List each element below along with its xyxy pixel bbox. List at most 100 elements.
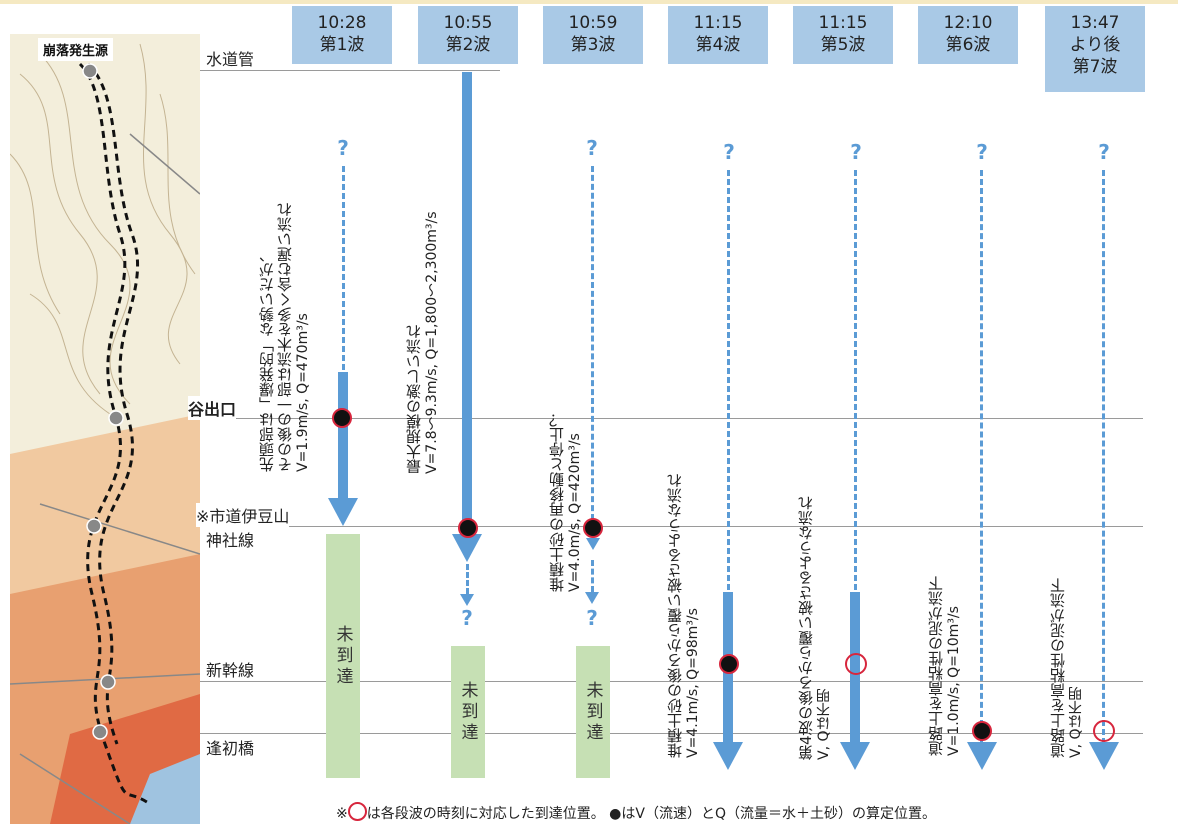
location-suidokan: 水道管	[206, 46, 255, 70]
note-values: V=1.0m/s, Q=10m³/s	[946, 606, 962, 756]
wave1-measure-point	[332, 408, 352, 428]
wave7-arrival-marker	[1093, 720, 1115, 742]
topographic-map: 崩落発生源	[10, 34, 200, 824]
location-aizomebashi: 逢初橋	[206, 735, 255, 759]
wave2-note: 最大規模の激しい流れ V=7.8～9.3m/s, Q=1,800～2,300m³…	[405, 150, 441, 474]
wave2-dashed-flow	[466, 564, 469, 594]
ring-marker-icon	[347, 802, 367, 821]
line-shido	[200, 526, 1143, 527]
unknown-mark: ?	[586, 606, 598, 630]
wave4-measure-point	[719, 654, 739, 674]
note-values: V=1.9m/s, Q=470m³/s	[295, 313, 311, 472]
note-line: 最大規模の激しい流れ	[405, 324, 423, 474]
wave7-arrow-icon	[1089, 742, 1119, 770]
wave-time: 10:28	[317, 13, 367, 33]
note-values: V=7.8～9.3m/s, Q=1,800～2,300m³/s	[424, 211, 440, 474]
top-band	[0, 0, 1178, 4]
wave6-arrow-icon	[967, 742, 997, 770]
wave5-note: 第4波の後ろから覆い被さるような流れ V, Qは不明	[797, 420, 833, 760]
wave-label: 第4波	[695, 35, 741, 55]
wave-header-1: 10:28 第1波	[292, 6, 392, 64]
note-line: その後の一部は流木を多く含む遅い流れ	[276, 202, 294, 472]
line-taniguchi	[200, 418, 1143, 419]
unknown-mark: ?	[586, 136, 598, 160]
wave7-dashed-flow	[1102, 170, 1105, 744]
note-values: V=4.0m/s, Q=420m³/s	[567, 433, 583, 592]
wave4-arrow-icon	[713, 742, 743, 770]
location-shinkansen: 新幹線	[206, 657, 255, 681]
map-drawing	[10, 34, 200, 824]
wave-header-7: 13:47 より後 第7波	[1045, 6, 1145, 92]
wave-label: 第5波	[820, 35, 866, 55]
wave1-dashed-flow	[342, 166, 345, 370]
wave-header-2: 10:55 第2波	[418, 6, 518, 64]
wave-header-5: 11:15 第5波	[793, 6, 893, 64]
wave-label: 第1波	[319, 35, 365, 55]
line-aizomebashi	[200, 733, 1143, 734]
wave3-arrow-icon	[586, 538, 600, 550]
wave-label: 第3波	[570, 35, 616, 55]
wave1-arrow-icon	[328, 498, 358, 526]
footnote-text: は各段波の時刻に対応した到達位置。 ●はV（流速）とQ（流量＝水＋土砂）の算定位…	[366, 806, 936, 822]
wave2-flow-bar	[462, 72, 472, 536]
wave3-measure-point	[583, 518, 603, 538]
note-values: V, Qは不明	[1068, 686, 1084, 759]
wave2-measure-point	[458, 518, 478, 538]
wave3-note: 堆積土砂の再移動と停止？ V=4.0m/s, Q=420m³/s	[548, 346, 584, 592]
unknown-mark: ?	[723, 140, 735, 164]
note-line: 堆積土砂の再移動と停止？	[548, 412, 566, 592]
wave-header-3: 10:59 第3波	[543, 6, 643, 64]
source-label: 崩落発生源	[38, 38, 114, 61]
wave7-note: 道路上を高粘性の泥が流下 V, Qは不明	[1049, 508, 1085, 758]
note-line: 道路上を高粘性の泥が流下	[927, 576, 945, 756]
wave-time: 10:55	[443, 13, 493, 33]
line-suidokan	[200, 70, 500, 71]
wave3-not-reached: 未到達	[576, 646, 610, 778]
footnote: ※ は各段波の時刻に対応した到達位置。 ●はV（流速）とQ（流量＝水＋土砂）の算定…	[336, 802, 936, 823]
wave5-arrival-marker	[845, 653, 867, 675]
wave-header-4: 11:15 第4波	[668, 6, 768, 64]
wave6-note: 道路上を高粘性の泥が流下 V=1.0m/s, Q=10m³/s	[927, 508, 963, 756]
unknown-mark: ?	[976, 140, 988, 164]
line-shinkansen	[200, 681, 1143, 682]
wave-header-6: 12:10 第6波	[918, 6, 1018, 64]
wave2-arrow-icon	[452, 534, 482, 562]
wave-label-2: 第7波	[1072, 57, 1118, 77]
wave-label: より後	[1069, 35, 1121, 55]
wave3-dashed-flow	[591, 166, 594, 520]
wave3-small-arrow-icon	[585, 592, 599, 604]
unknown-mark: ?	[850, 140, 862, 164]
note-line: 道路上を高粘性の泥が流下	[1049, 578, 1067, 758]
wave-time: 11:15	[693, 13, 743, 33]
location-shido-2: 神社線	[206, 527, 255, 551]
note-line: 堆積土砂の後ろから覆い被さるような流れ	[666, 473, 684, 758]
wave5-dashed-flow	[854, 170, 857, 590]
wave3-dashed-flow-lower	[591, 560, 594, 592]
wave-label: 第2波	[445, 35, 491, 55]
unknown-mark: ?	[1098, 140, 1110, 164]
wave-time: 10:59	[568, 13, 618, 33]
note-values: V, Qは不明	[816, 688, 832, 761]
unknown-mark: ?	[461, 606, 473, 630]
footnote-prefix: ※	[336, 806, 348, 822]
wave5-arrow-icon	[840, 742, 870, 770]
wave2-small-arrow-icon	[460, 594, 474, 606]
wave-label: 第6波	[945, 35, 991, 55]
location-shido-1: ※市道伊豆山	[196, 503, 290, 527]
wave-time: 13:47	[1070, 13, 1120, 33]
wave1-flow-bar	[338, 372, 348, 500]
wave4-dashed-flow	[727, 170, 730, 590]
note-values: V=4.1m/s, Q=98m³/s	[685, 608, 701, 758]
wave6-measure-point	[972, 721, 992, 741]
wave-time: 11:15	[818, 13, 868, 33]
note-line: 第4波の後ろから覆い被さるような流れ	[797, 495, 815, 760]
wave4-note: 堆積土砂の後ろから覆い被さるような流れ V=4.1m/s, Q=98m³/s	[666, 384, 702, 758]
note-line: 先頭部は「爆発的」な勢いだが、	[258, 247, 276, 472]
wave2-not-reached: 未到達	[451, 646, 485, 778]
unknown-mark: ?	[337, 136, 349, 160]
wave6-dashed-flow	[980, 170, 983, 744]
location-taniguchi: 谷出口	[188, 396, 237, 420]
wave1-not-reached: 未到達	[326, 534, 360, 778]
wave-time: 12:10	[943, 13, 993, 33]
wave1-note: 先頭部は「爆発的」な勢いだが、 その後の一部は流木を多く含む遅い流れ V=1.9…	[258, 118, 312, 472]
